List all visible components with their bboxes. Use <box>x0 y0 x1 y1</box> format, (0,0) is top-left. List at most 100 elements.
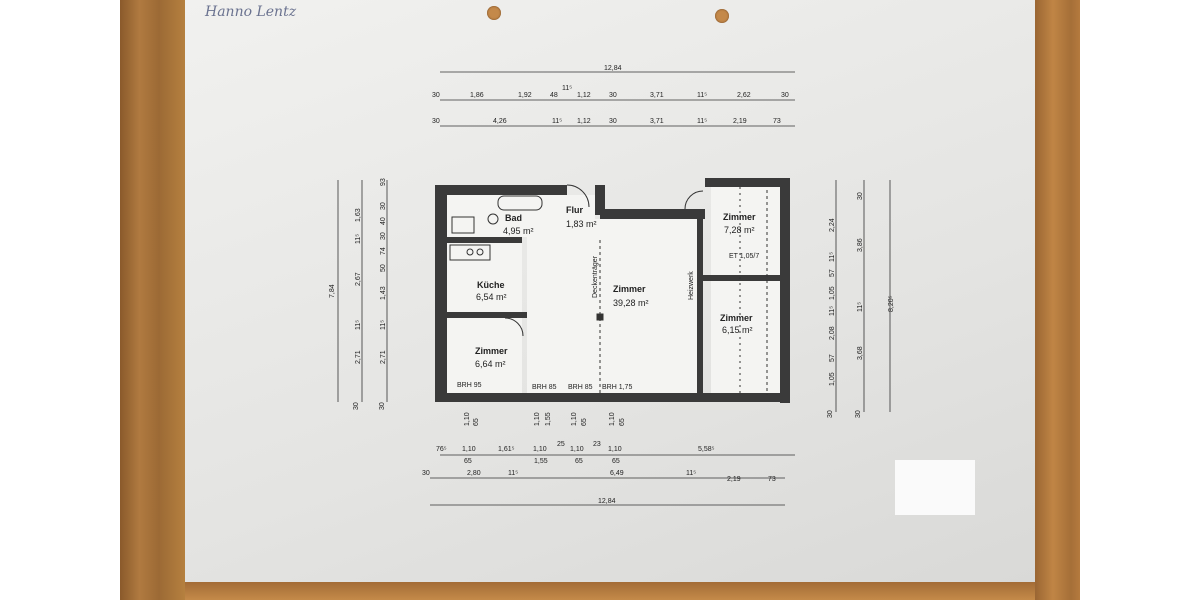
dim: 4,26 <box>493 118 507 125</box>
dim: 30 <box>609 92 617 99</box>
dim: 65 <box>473 418 480 426</box>
dim: 57 <box>829 269 836 277</box>
dim: 1,10 <box>533 446 547 453</box>
punch-hole-left <box>487 6 501 20</box>
walls <box>435 178 790 403</box>
dim: 73 <box>768 476 776 483</box>
dim: 30 <box>379 402 386 410</box>
dim-top-total: 12,84 <box>604 65 622 72</box>
room-name: Zimmer <box>723 212 756 222</box>
dim: 11⁵ <box>857 302 864 312</box>
dim: 65 <box>619 418 626 426</box>
dim: 6,49 <box>610 470 624 477</box>
dim: 30 <box>422 470 430 477</box>
dim: 2,80 <box>467 470 481 477</box>
bathtub-icon <box>497 195 543 211</box>
dim: 1,12 <box>577 92 591 99</box>
dim: 2,62 <box>737 92 751 99</box>
door-swing-icon <box>566 184 590 208</box>
room-area: 6,15 m² <box>722 325 753 335</box>
room-area: 1,83 m² <box>566 219 597 229</box>
dim: 11⁵ <box>508 470 518 477</box>
dim: 1,05 <box>829 286 836 300</box>
dim: 1,86 <box>470 92 484 99</box>
dim: 2,08 <box>829 326 836 340</box>
room-labels: Bad 4,95 m² Flur 1,83 m² Zimmer 39,28 m²… <box>457 205 759 391</box>
room-name: Küche <box>477 280 505 290</box>
correction-patch <box>895 460 975 515</box>
wood-table-left <box>120 0 185 600</box>
dimension-texts: 12,84 30 1,86 1,92 48 11⁵ 1,12 30 3,71 1… <box>329 65 895 505</box>
dim: 30 <box>353 402 360 410</box>
dim: 30 <box>609 118 617 125</box>
dim: 11⁵ <box>829 252 836 262</box>
dim: 1,10 <box>464 412 471 426</box>
dim: 50 <box>380 264 387 272</box>
room-name: Zimmer <box>720 313 753 323</box>
punch-hole-right <box>715 9 729 23</box>
room-name: Flur <box>566 205 583 215</box>
dim: 2,67 <box>355 272 362 286</box>
dim: 40 <box>380 217 387 225</box>
dim: 1,10 <box>462 446 476 453</box>
dim: 25 <box>557 441 565 448</box>
dim: 30 <box>432 118 440 125</box>
dim: 1,12 <box>577 118 591 125</box>
dim: 57 <box>829 354 836 362</box>
dim: 11⁵ <box>686 470 696 477</box>
room-name: Zimmer <box>475 346 508 356</box>
dim: 73 <box>773 118 781 125</box>
dim: 1,10 <box>608 446 622 453</box>
brh-label: BRH 95 <box>457 382 482 389</box>
dim: 1,43 <box>380 286 387 300</box>
brh-label: BRH 85 <box>568 384 593 391</box>
dim: 2,71 <box>380 350 387 364</box>
brh-label: BRH 1,75 <box>602 384 632 391</box>
dim: 1,10 <box>570 446 584 453</box>
dim: 65 <box>581 418 588 426</box>
dim: 30 <box>380 232 387 240</box>
wood-table-bottom <box>185 582 1035 600</box>
dim-bottom-total: 12,84 <box>598 498 616 505</box>
dim: 11⁵ <box>697 92 707 99</box>
room-area: 4,95 m² <box>503 226 534 236</box>
sink-icon <box>451 216 475 234</box>
note-heizwerk: Heizwerk <box>688 271 695 300</box>
room-area: 39,28 m² <box>613 298 649 308</box>
dim: 65 <box>464 458 472 465</box>
dim: 1,63 <box>355 208 362 222</box>
dim-right-total: 8,20⁵ <box>888 295 895 312</box>
dim: 48 <box>550 92 558 99</box>
dimension-lines <box>337 71 891 506</box>
note-deckentraeger: Deckenträger <box>592 255 599 298</box>
fixtures <box>449 184 768 395</box>
room-floors <box>447 187 780 393</box>
dim: 76⁵ <box>436 446 447 453</box>
dim: 3,86 <box>857 238 864 252</box>
dim: 30 <box>827 410 834 418</box>
dim: 11⁵ <box>829 306 836 316</box>
dim: 3,71 <box>650 118 664 125</box>
dim: 23 <box>593 441 601 448</box>
wood-table-right <box>1035 0 1080 600</box>
dim: 1,10 <box>534 412 541 426</box>
dim: 2,24 <box>829 218 836 232</box>
handwritten-note: Hanno Lentz <box>204 4 297 20</box>
dim: 30 <box>855 410 862 418</box>
dim: 93 <box>380 178 387 186</box>
room-name: Bad <box>505 213 522 223</box>
brh-label: BRH 85 <box>532 384 557 391</box>
room-area: 7,28 m² <box>724 225 755 235</box>
dim: 11⁵ <box>380 320 387 330</box>
dim: 11⁵ <box>552 118 562 125</box>
dim: 5,58⁵ <box>698 446 715 453</box>
dim: 30 <box>857 192 864 200</box>
dim: 2,19 <box>727 476 741 483</box>
dim: 30 <box>432 92 440 99</box>
dim: 1,10 <box>571 412 578 426</box>
dim: 1,92 <box>518 92 532 99</box>
dim: 30 <box>380 202 387 210</box>
dim: 11⁵ <box>355 320 362 330</box>
